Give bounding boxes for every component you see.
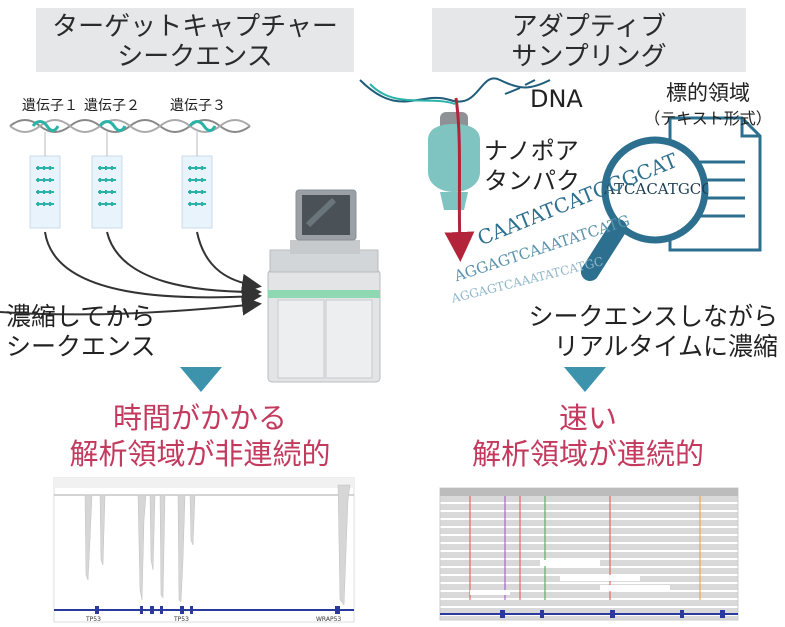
left-title-line2: シークエンス (117, 42, 273, 72)
track-gene-label: TP53 (86, 616, 101, 623)
gene-label-3: 遺伝子３ (170, 98, 226, 114)
coverage-track-left (53, 477, 355, 623)
left-method-line1: 濃縮してから (6, 302, 156, 331)
right-result-line2: 解析領域が連続的 (471, 437, 704, 471)
track-gene-label: TP53 (174, 616, 189, 623)
right-title-line2: サンプリング (511, 42, 667, 72)
left-result-line2: 解析領域が非連続的 (69, 437, 331, 471)
right-result: 速い 解析領域が連続的 (436, 400, 740, 472)
dna-helix-icon (9, 119, 251, 133)
arrow-down-icon (180, 367, 222, 392)
magnifier-icon (581, 136, 709, 281)
sequencer-machine-icon (267, 189, 381, 383)
left-method-line2: シークエンス (6, 332, 156, 361)
left-title-line1: ターゲットキャプチャー (52, 12, 338, 42)
capture-probe-icon (29, 132, 213, 229)
pore-label-line1: ナノポア (484, 137, 579, 165)
left-result-line1: 時間がかかる (112, 401, 287, 435)
right-method-line2: リアルタイムに濃縮 (553, 332, 778, 361)
right-result-line1: 速い (558, 401, 617, 435)
target-label-line2: （テキスト形式） (644, 109, 772, 128)
pore-label-line2: タンパク (484, 167, 580, 195)
arrow-down-icon (564, 367, 606, 392)
target-label: 標的領域 （テキスト形式） (628, 80, 785, 132)
flow-arrows (0, 231, 262, 316)
nanopore-icon (359, 77, 551, 262)
target-label-line1: 標的領域 (666, 81, 750, 105)
right-title-line1: アダプティブ (511, 12, 667, 42)
right-title: アダプティブ サンプリング (432, 8, 746, 72)
left-title: ターゲットキャプチャー シークエンス (36, 8, 354, 72)
left-result: 時間がかかる 解析領域が非連続的 (40, 400, 360, 472)
dna-label: DNA (530, 85, 583, 113)
gene-label-1: 遺伝子１ (22, 98, 78, 114)
right-method-line1: シークエンスしながら (528, 302, 778, 331)
gene-label-2: 遺伝子２ (84, 98, 140, 114)
track-gene-label: WRAP53 (316, 616, 342, 623)
magnified-sequence: ATCACATGCG (604, 180, 708, 198)
left-method-label: 濃縮してから シークエンス (6, 302, 156, 362)
pore-label: ナノポア タンパク (484, 136, 580, 196)
right-method-label: シークエンスしながら リアルタイムに濃縮 (522, 302, 778, 362)
coverage-track-right (439, 487, 739, 621)
